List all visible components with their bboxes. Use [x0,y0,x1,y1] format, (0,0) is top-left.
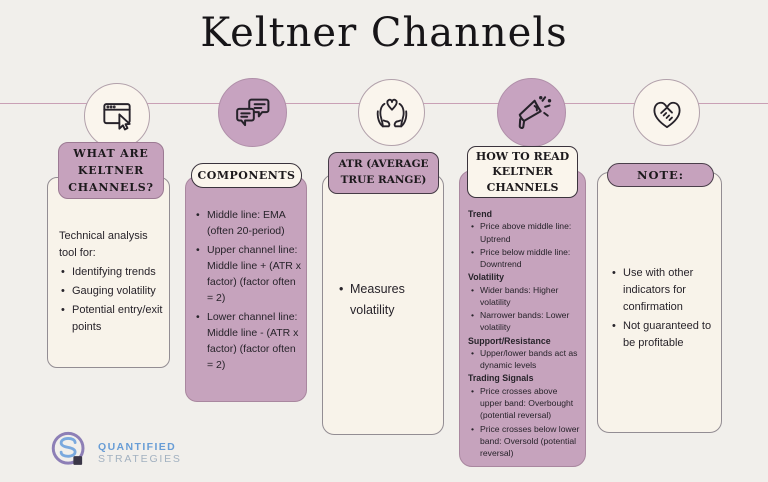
intro-text: Technical analysis tool for: [59,230,148,260]
list-item: Potential entry/exit points [59,302,163,336]
bullet-list: Price above middle line: Uptrend Price b… [468,220,580,270]
section-title: Support/Resistance [468,335,551,346]
icon-circle-components [218,78,287,147]
section-support-resistance: Support/Resistance Upper/lower bands act… [468,335,580,372]
list-item: Use with other indicators for confirmati… [610,265,715,316]
bullet-list: Use with other indicators for confirmati… [610,265,715,352]
column-note-body: Use with other indicators for confirmati… [597,172,722,433]
bullet-list: Measures volatility [337,279,437,320]
icon-circle-how-to-read [497,78,566,147]
bullet-list: Identifying trends Gauging volatility Po… [59,264,163,336]
column-what-are-header: WHAT ARE KELTNER CHANNELS? [58,142,164,199]
list-item: Upper channel line: Middle line + (ATR x… [194,242,302,307]
quantified-strategies-logo: QUANTIFIED STRATEGIES [48,429,182,476]
list-item: Price crosses below lower band: Oversold… [468,423,580,460]
browser-window-cursor-icon [98,97,136,135]
column-what-are-body: Technical analysis tool for: Identifying… [47,177,170,368]
handshake-heart-icon [647,93,687,133]
megaphone-icon [511,92,553,134]
chat-bubbles-icon [233,93,273,133]
column-components-body: Middle line: EMA (often 20-period) Upper… [185,176,307,402]
bullet-list: Middle line: EMA (often 20-period) Upper… [194,207,302,374]
list-item: Middle line: EMA (often 20-period) [194,207,302,240]
header-label: ATR (AVERAGE TRUE RANGE) [338,158,429,186]
column-note-header: NOTE: [607,163,714,187]
list-item: Not guaranteed to be profitable [610,318,715,352]
section-trading-signals: Trading Signals Price crosses above uppe… [468,372,580,459]
column-how-to-read-header: HOW TO READ KELTNER CHANNELS [467,146,578,198]
hands-holding-heart-icon [372,93,412,133]
icon-circle-what-are [84,83,150,149]
section-title: Trading Signals [468,373,534,384]
section-title: Trend [468,209,492,219]
list-item: Price below middle line: Downtrend [468,246,580,270]
list-item: Price crosses above upper band: Overboug… [468,385,580,422]
logo-line1: QUANTIFIED [98,440,177,453]
icon-circle-note [633,79,700,146]
logo-line2: STRATEGIES [98,452,182,465]
column-how-to-read-body: Trend Price above middle line: Uptrend P… [459,170,586,467]
list-item: Upper/lower bands act as dynamic levels [468,347,580,371]
column-atr-body: Measures volatility [322,174,444,435]
list-item: Measures volatility [337,279,437,320]
bullet-list: Wider bands: Higher volatility Narrower … [468,284,580,334]
header-label: WHAT ARE KELTNER CHANNELS? [68,146,154,195]
qs-logo-icon [48,429,90,476]
list-item: Wider bands: Higher volatility [468,284,580,308]
list-item: Gauging volatility [59,283,163,300]
header-label: NOTE: [636,168,685,182]
column-components-header: COMPONENTS [191,163,302,188]
column-atr-header: ATR (AVERAGE TRUE RANGE) [328,152,439,194]
logo-text: QUANTIFIED STRATEGIES [98,441,182,465]
bullet-list: Upper/lower bands act as dynamic levels [468,347,580,371]
header-label: COMPONENTS [197,169,296,182]
page-title: Keltner Channels [200,10,568,56]
icon-circle-atr [358,79,425,146]
list-item: Narrower bands: Lower volatility [468,309,580,333]
section-volatility: Volatility Wider bands: Higher volatilit… [468,271,580,333]
list-item: Price above middle line: Uptrend [468,220,580,244]
list-item: Lower channel line: Middle line - (ATR x… [194,309,302,374]
section-title: Volatility [468,272,505,283]
list-item: Identifying trends [59,264,163,281]
section-trend: Trend Price above middle line: Uptrend P… [468,208,580,270]
bullet-list: Price crosses above upper band: Overboug… [468,385,580,459]
header-label: HOW TO READ KELTNER CHANNELS [475,149,570,194]
